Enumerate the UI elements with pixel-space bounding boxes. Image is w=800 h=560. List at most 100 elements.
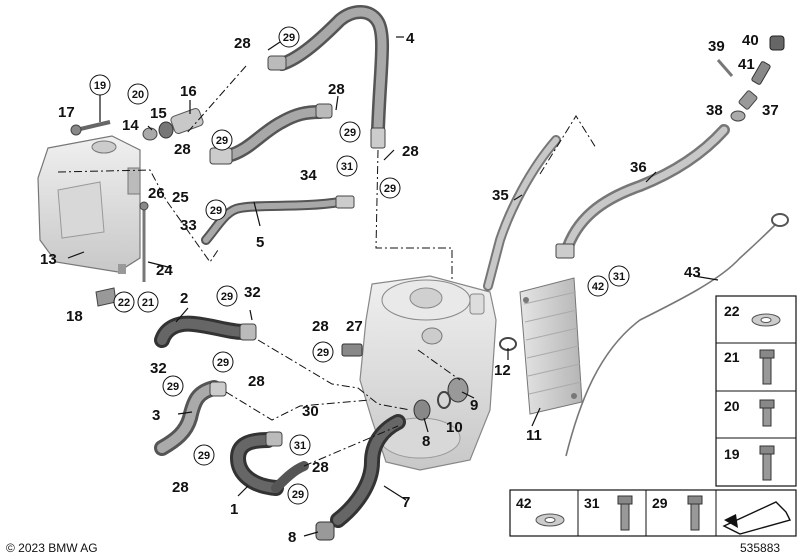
leader-lines — [67, 36, 719, 537]
callout-29: 29 — [216, 135, 228, 147]
callout-16: 16 — [180, 83, 197, 100]
callout-8: 8 — [422, 433, 430, 450]
callout-35: 35 — [492, 187, 509, 204]
callout-29: 29 — [317, 347, 329, 359]
pipe-36 — [555, 124, 730, 259]
callouts: 4 28 17 14 15 16 28 28 28 34 26 25 33 5 … — [40, 30, 779, 546]
callout-31: 31 — [341, 161, 353, 173]
o-ring-10 — [437, 391, 451, 409]
oil-cooler-11 — [519, 277, 583, 415]
screw-icon — [759, 445, 775, 481]
table-label-19: 19 — [724, 446, 740, 462]
fitting-9 — [447, 377, 469, 403]
callout-13: 13 — [40, 251, 57, 268]
callout-20: 20 — [132, 89, 144, 101]
assembly-arrow-icon — [722, 501, 792, 535]
bottom-parts-table: 42 31 29 — [509, 489, 797, 537]
table-label-29: 29 — [652, 495, 668, 511]
callout-42: 42 — [592, 281, 604, 293]
callout-25: 25 — [172, 189, 189, 206]
table-label-21: 21 — [724, 349, 740, 365]
table-label-42: 42 — [516, 495, 532, 511]
callout-29: 29 — [221, 291, 233, 303]
callout-34: 34 — [300, 167, 317, 184]
callout-2: 2 — [180, 290, 188, 307]
callout-28: 28 — [328, 81, 345, 98]
callout-22: 22 — [118, 297, 130, 309]
callout-1: 1 — [230, 501, 238, 518]
callout-38: 38 — [706, 102, 723, 119]
hose-3 — [154, 380, 227, 456]
callout-28: 28 — [234, 35, 251, 52]
screw-icon — [759, 399, 775, 427]
copyright-text: © 2023 BMW AG — [6, 541, 98, 555]
valve-16 — [170, 108, 204, 134]
callout-27: 27 — [346, 318, 363, 335]
callout-26: 26 — [148, 185, 165, 202]
callout-32: 32 — [244, 284, 261, 301]
table-label-22: 22 — [724, 303, 740, 319]
bracket-18 — [95, 287, 117, 307]
table-label-20: 20 — [724, 398, 740, 414]
callout-41: 41 — [738, 56, 755, 73]
callout-40: 40 — [742, 32, 759, 49]
callout-11: 11 — [526, 427, 542, 444]
callout-19: 19 — [94, 80, 106, 92]
callout-33: 33 — [180, 217, 197, 234]
callout-31: 31 — [294, 440, 306, 452]
hose-7 — [315, 414, 406, 541]
callout-10: 10 — [446, 419, 463, 436]
callout-5: 5 — [256, 234, 264, 251]
callout-29: 29 — [198, 450, 210, 462]
callout-28: 28 — [172, 479, 189, 496]
callout-29: 29 — [344, 127, 356, 139]
callout-8: 8 — [288, 529, 296, 546]
hose-upper-middle — [209, 103, 333, 165]
circled-callouts: 29 19 20 29 29 31 29 29 22 21 29 29 29 2… — [89, 26, 630, 505]
callout-3: 3 — [152, 407, 160, 424]
callout-31: 31 — [613, 271, 625, 283]
callout-18: 18 — [66, 308, 83, 325]
connection-lines — [57, 65, 597, 467]
side-parts-table: 22 21 20 19 — [715, 295, 797, 487]
callout-21: 21 — [142, 297, 154, 309]
screw-icon — [617, 495, 633, 531]
pipe-35 — [483, 135, 561, 291]
callout-9: 9 — [470, 397, 478, 414]
callout-29: 29 — [217, 357, 229, 369]
hose-2 — [154, 315, 257, 348]
callout-24: 24 — [156, 262, 173, 279]
callout-29: 29 — [210, 205, 222, 217]
grommet-14-15 — [142, 121, 174, 141]
callout-14: 14 — [122, 117, 139, 134]
callout-32: 32 — [150, 360, 167, 377]
hose-1 — [230, 431, 309, 496]
fitting-8 — [413, 399, 431, 421]
callout-28: 28 — [312, 318, 329, 335]
hose-4 — [267, 5, 390, 149]
callout-29: 29 — [283, 32, 295, 44]
callout-4: 4 — [406, 30, 415, 47]
callout-30: 30 — [302, 403, 319, 420]
callout-17: 17 — [58, 104, 75, 121]
screw-icon — [687, 495, 703, 531]
diagram-id: 535883 — [740, 541, 781, 555]
callout-29: 29 — [167, 381, 179, 393]
callout-37: 37 — [762, 102, 779, 119]
callout-29: 29 — [384, 183, 396, 195]
callout-7: 7 — [402, 494, 410, 511]
callout-39: 39 — [708, 38, 725, 55]
hose-5 — [201, 195, 355, 245]
fittings-37-41 — [716, 35, 785, 122]
callout-36: 36 — [630, 159, 647, 176]
callout-43: 43 — [684, 264, 701, 281]
callout-28: 28 — [402, 143, 419, 160]
callout-28: 28 — [312, 459, 329, 476]
callout-29: 29 — [292, 489, 304, 501]
screw-icon — [759, 349, 775, 385]
callout-12: 12 — [494, 362, 511, 379]
dipstick-43 — [565, 213, 789, 457]
table-label-31: 31 — [584, 495, 600, 511]
expansion-tank — [37, 135, 141, 274]
